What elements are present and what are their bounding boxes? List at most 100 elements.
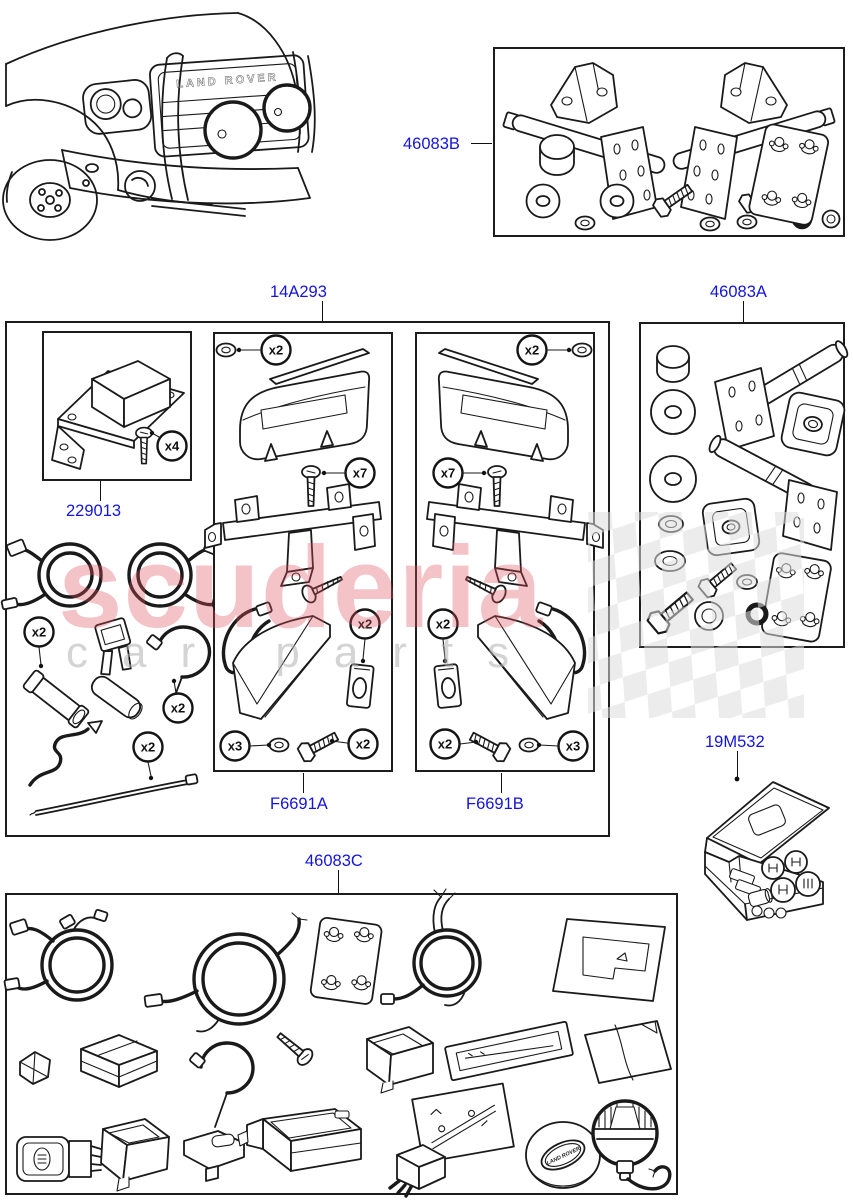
disc-icon: [649, 455, 697, 503]
qty-badge: x2: [427, 608, 459, 640]
fuse-icon: [94, 617, 132, 676]
bracket-icon: [720, 62, 788, 124]
svg-text:x2: x2: [358, 617, 372, 632]
harness-icon: [143, 912, 308, 1033]
driving-lamp-icon: [591, 1099, 672, 1191]
disc-icon: [599, 183, 635, 219]
part-label-F6691B[interactable]: F6691B: [466, 795, 524, 813]
sleeve-icon: [90, 675, 143, 720]
leader-line: [100, 481, 101, 501]
bar-assembly-icon: [714, 340, 849, 451]
fuse-cartridge-icon: [22, 669, 90, 729]
mount-plate-icon: [680, 126, 738, 220]
qty-badge: x2: [516, 334, 548, 366]
svg-text:x3: x3: [566, 739, 580, 754]
washer-icon: [736, 214, 758, 230]
bolt-icon: [695, 557, 741, 601]
leader-line: [338, 870, 339, 893]
part-label-14A293[interactable]: 14A293: [270, 283, 327, 301]
svg-text:x3: x3: [228, 739, 242, 754]
stowage-tray-icon: [366, 1026, 434, 1094]
rubber-mount-icon: [701, 497, 761, 557]
washer-icon: [699, 216, 721, 232]
qty-badge: x2: [429, 728, 461, 760]
control-module-icon: [91, 360, 171, 428]
kit-F6691A-parts: x2 x7 x2 x3 x2: [213, 334, 393, 772]
blanking-cap-icon: [19, 1051, 51, 1085]
part-label-46083B[interactable]: 46083B: [403, 135, 460, 153]
qty-badge: x2: [162, 692, 194, 724]
bulb-holder-icon: [747, 888, 773, 908]
module-229013-parts: x4: [51, 360, 188, 470]
svg-text:x2: x2: [436, 617, 450, 632]
leader-line: [322, 301, 323, 321]
harness-icon: [380, 888, 482, 1007]
cap-icon: [539, 134, 575, 176]
washer-icon: [574, 215, 596, 231]
panel-46083C-parts: LAND ROVER: [3, 888, 672, 1198]
fixings-plate-icon: [309, 917, 383, 1005]
harness-icon: [0, 538, 103, 611]
template-strip-icon: [444, 1020, 574, 1082]
washer-icon: [821, 209, 841, 229]
disc-icon: [525, 183, 561, 219]
qty-badge: x2: [23, 616, 55, 648]
disc-icon: [650, 389, 696, 435]
washer-icon: [658, 515, 684, 533]
cable-tie-icon: [189, 1041, 255, 1128]
qty-badge: x2: [132, 731, 164, 763]
svg-text:x2: x2: [141, 740, 155, 755]
screw-icon: [272, 1027, 317, 1069]
part-label-46083A[interactable]: 46083A: [710, 283, 767, 301]
svg-text:x7: x7: [441, 466, 455, 481]
svg-text:x4: x4: [165, 439, 180, 454]
qty-badge: x2: [349, 608, 381, 640]
svg-text:x2: x2: [438, 737, 452, 752]
leader-line: [471, 143, 492, 144]
qty-badge: x7: [432, 457, 464, 489]
connector-cover-icon: [183, 1130, 245, 1182]
wire-icon: [28, 720, 103, 787]
bulb-icon: [761, 856, 785, 880]
washer-icon: [654, 550, 686, 572]
fixings-plate-icon: [748, 123, 830, 226]
leader-line: [303, 773, 304, 793]
vehicle-illustration: LAND ROVER: [2, 12, 316, 241]
bulb-kit-illustration: [704, 776, 830, 921]
kit-F6691B-parts: x2 x7 x2 x2 x3: [415, 334, 595, 772]
screw-icon: [135, 426, 153, 465]
part-label-46083C[interactable]: 46083C: [305, 852, 363, 870]
template-sheet-icon: [411, 1082, 515, 1164]
stowage-tray-large-icon: [237, 1108, 362, 1172]
part-label-F6691A[interactable]: F6691A: [270, 795, 328, 813]
part-label-229013[interactable]: 229013: [66, 502, 122, 520]
svg-text:x2: x2: [32, 625, 46, 640]
rubber-mount-icon: [780, 391, 846, 457]
svg-text:x7: x7: [353, 466, 367, 481]
qty-badge: x2: [260, 334, 292, 366]
leader-line: [737, 751, 738, 778]
qty-badge: x4: [156, 430, 188, 462]
bolt-icon: [644, 585, 699, 638]
part-label-19M532[interactable]: 19M532: [705, 733, 765, 751]
bracket-icon: [550, 62, 618, 124]
svg-text:x2: x2: [525, 343, 539, 358]
qty-badge: x7: [344, 457, 376, 489]
wiring-parts-group: x2 x2: [0, 538, 230, 816]
qty-badge: x2: [347, 728, 379, 760]
qty-badge: x3: [557, 730, 589, 762]
panel-46083B-parts: [502, 62, 841, 232]
harness-icon: [3, 908, 114, 1002]
washer-icon: [745, 602, 769, 626]
leader-line: [501, 773, 502, 793]
connector-housing-icon: [80, 1034, 158, 1088]
washer-icon: [736, 574, 758, 590]
grille-text: LAND ROVER: [176, 71, 279, 90]
instruction-sheet-icon: [584, 1020, 672, 1084]
stowage-box-icon: [100, 1118, 170, 1192]
cap-icon: [656, 345, 690, 383]
switch-icon: [16, 1136, 102, 1182]
svg-text:x2: x2: [356, 737, 370, 752]
fixings-plate-icon: [761, 552, 832, 643]
